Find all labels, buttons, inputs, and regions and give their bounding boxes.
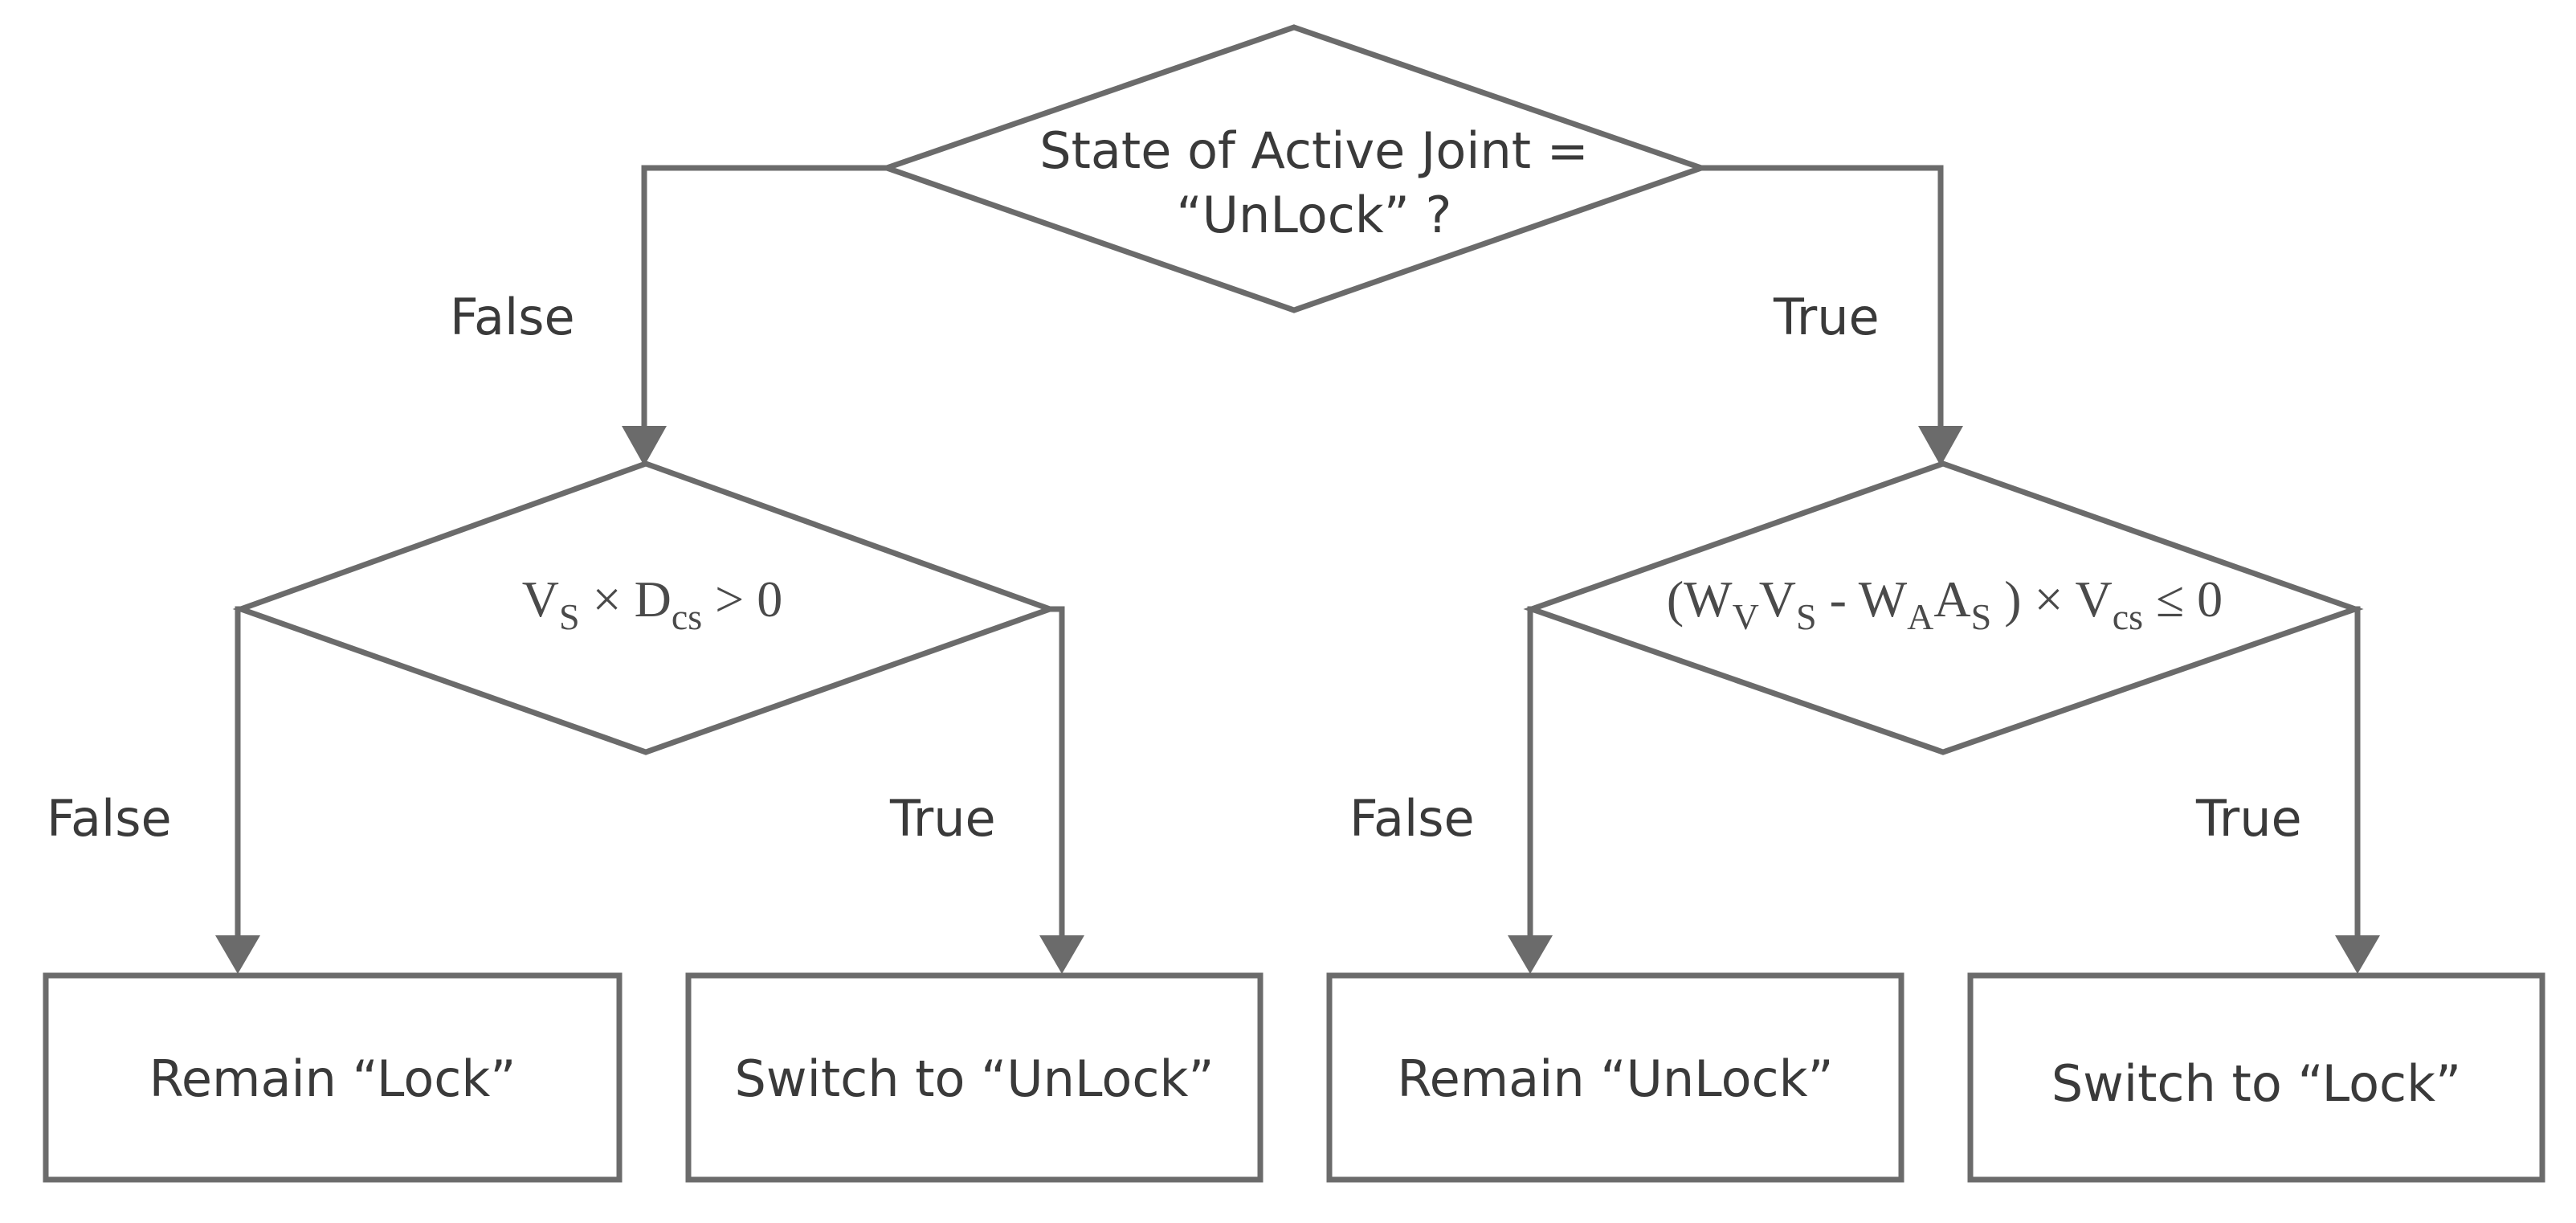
right-decision-diamond: [1523, 460, 2364, 755]
formula-le-zero: ≤ 0: [2143, 571, 2223, 628]
left-decision-diamond: [232, 460, 1059, 755]
formula-close-times-v: ) × V: [1991, 571, 2113, 628]
root-decision-line2: “UnLock” ?: [1176, 186, 1452, 244]
root-decision-text: State of Active Joint = “UnLock” ?: [1039, 119, 1588, 247]
formula-minus-w: - W: [1816, 571, 1908, 628]
remain-unlock-box: [1326, 972, 1904, 1183]
formula-wa-sub: A: [1907, 596, 1934, 637]
root-false-label: False: [450, 288, 575, 346]
remain-lock-label: Remain “Lock”: [149, 1049, 516, 1108]
root-true-connector: [1701, 165, 1944, 434]
formula-d: D: [634, 571, 672, 628]
formula-a: A: [1933, 571, 1971, 628]
root-false-arrowhead: [622, 426, 667, 466]
remain-unlock-label: Remain “UnLock”: [1397, 1049, 1834, 1108]
formula-v-sub: S: [1796, 596, 1817, 637]
left-false-label: False: [47, 789, 172, 848]
left-true-arrowhead: [1039, 935, 1084, 974]
root-true-label: True: [1774, 288, 1880, 346]
root-false-connector: [641, 165, 887, 434]
formula-v: V: [521, 571, 559, 628]
root-decision-line1: State of Active Joint =: [1039, 121, 1589, 180]
formula-v-sub: S: [558, 596, 580, 637]
formula-d-sub: cs: [671, 596, 703, 637]
root-decision-diamond: [878, 24, 1710, 313]
remain-lock-box: [43, 972, 623, 1183]
left-decision-formula: VS × Dcs > 0: [521, 571, 783, 636]
right-true-arrowhead: [2335, 935, 2380, 974]
switch-lock-box: [1967, 972, 2545, 1183]
left-false-connector: [235, 606, 241, 942]
formula-vcs-sub: cs: [2112, 596, 2144, 637]
switch-unlock-label: Switch to “UnLock”: [734, 1049, 1215, 1108]
switch-lock-label: Switch to “Lock”: [2051, 1054, 2462, 1113]
formula-v: V: [1758, 571, 1797, 628]
left-false-arrowhead: [215, 935, 260, 974]
right-true-connector: [2354, 606, 2361, 942]
right-true-label: True: [2196, 789, 2302, 848]
right-decision-formula: (WVVS - WAAS ) × Vcs ≤ 0: [1666, 571, 2223, 636]
right-false-connector: [1527, 606, 1533, 942]
left-true-label: True: [890, 789, 996, 848]
formula-open-w: (W: [1666, 571, 1733, 628]
formula-gt-zero: > 0: [702, 571, 783, 628]
formula-a-sub: S: [1970, 596, 1992, 637]
formula-wv-sub: V: [1732, 596, 1759, 637]
right-false-arrowhead: [1508, 935, 1553, 974]
root-true-arrowhead: [1918, 426, 1963, 466]
right-false-label: False: [1349, 789, 1475, 848]
left-true-connector: [1050, 606, 1065, 942]
formula-times: ×: [579, 571, 635, 628]
switch-unlock-box: [685, 972, 1264, 1183]
